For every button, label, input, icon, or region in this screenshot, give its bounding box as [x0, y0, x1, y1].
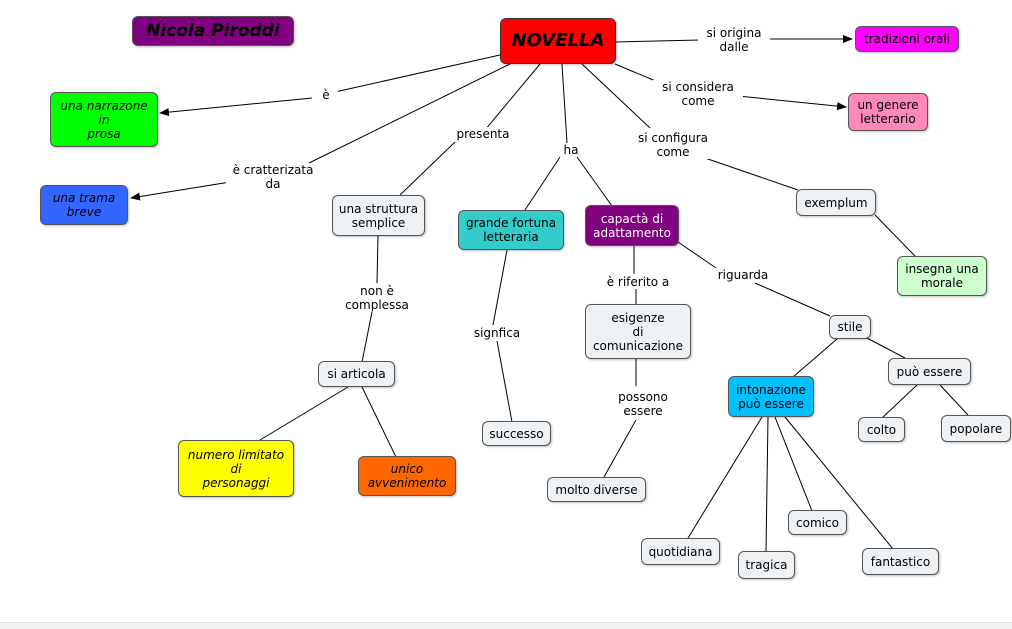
- connector: [603, 419, 637, 478]
- author-title: Nicola Piroddi: [132, 16, 294, 46]
- connector-arrow: [130, 181, 231, 201]
- link-label-caratterizzata: è cratterizata da: [226, 163, 320, 191]
- connector: [677, 241, 717, 269]
- tragica-node[interactable]: tragica: [738, 551, 795, 579]
- connector: [614, 39, 701, 43]
- connector: [361, 386, 397, 458]
- link-label-ha: ha: [558, 143, 584, 157]
- connector: [784, 416, 894, 550]
- quotidiana-node[interactable]: quotidiana: [641, 538, 720, 565]
- connector: [304, 63, 511, 166]
- successo-node[interactable]: successo: [482, 421, 551, 446]
- connector: [792, 338, 838, 378]
- grande-fortuna-node[interactable]: grande fortuna letteraria: [458, 210, 564, 250]
- trama-breve-node[interactable]: una trama breve: [40, 185, 128, 225]
- link-label-possono: possono essere: [609, 390, 677, 418]
- bottom-scrollbar: [0, 622, 1012, 629]
- connector: [614, 63, 659, 83]
- comico-node[interactable]: comico: [788, 510, 847, 535]
- link-label-non-complessa: non è complessa: [338, 284, 416, 312]
- insegna-morale-node[interactable]: insegna una morale: [897, 256, 987, 296]
- connector: [881, 384, 918, 419]
- connector-arrow: [737, 95, 847, 111]
- genere-letterario-node[interactable]: un genere letterario: [848, 93, 928, 131]
- struttura-semplice-node[interactable]: una struttura semplice: [332, 195, 425, 236]
- link-label-riferito: è riferito a: [598, 275, 678, 289]
- numero-personaggi-node[interactable]: numero limitato di personaggi: [178, 440, 294, 497]
- link-label-presenta: presenta: [450, 127, 516, 141]
- narrazione-node[interactable]: una narrazone in prosa: [50, 92, 158, 147]
- connector: [484, 63, 541, 131]
- intonazione-node[interactable]: intonazione può essere: [728, 376, 814, 417]
- link-label-considera: si considera come: [653, 80, 743, 108]
- connector: [376, 235, 379, 284]
- connector: [576, 156, 613, 207]
- colto-node[interactable]: colto: [858, 417, 905, 442]
- connector: [939, 384, 969, 416]
- stile-node[interactable]: stile: [829, 315, 871, 339]
- connector: [754, 282, 831, 317]
- puo-essere-node[interactable]: può essere: [888, 358, 971, 385]
- connector-arrow: [159, 97, 313, 117]
- connector: [492, 249, 508, 326]
- link-label-riguarda: riguarda: [709, 268, 777, 282]
- connector: [334, 54, 501, 93]
- link-label-configura: si configura come: [628, 131, 718, 159]
- link-label-signfica: signfica: [466, 326, 528, 340]
- connector: [774, 416, 813, 512]
- capacita-node[interactable]: capactà di adattamento: [585, 205, 679, 246]
- connector: [561, 63, 568, 144]
- popolare-node[interactable]: popolare: [941, 415, 1011, 442]
- connector: [524, 156, 561, 211]
- connector: [581, 63, 651, 129]
- esigenze-node[interactable]: esigenze di comunicazione: [585, 304, 691, 359]
- connector: [765, 416, 769, 553]
- link-label-origina: si origina dalle: [698, 26, 770, 54]
- fantastico-node[interactable]: fantastico: [862, 548, 939, 575]
- connector: [874, 214, 916, 257]
- connector: [496, 340, 513, 423]
- connector: [399, 141, 456, 196]
- novella-node[interactable]: NOVELLA: [500, 18, 616, 64]
- connector: [259, 386, 349, 441]
- connector: [687, 416, 763, 539]
- connector: [361, 311, 373, 363]
- connector: [704, 157, 799, 191]
- unico-avvenimento-node[interactable]: unico avvenimento: [358, 456, 456, 496]
- molto-diverse-node[interactable]: molto diverse: [547, 477, 646, 502]
- exemplum-node[interactable]: exemplum: [796, 189, 876, 216]
- si-articola-node[interactable]: si articola: [318, 361, 395, 387]
- link-label-e: è: [314, 88, 338, 102]
- connector: [864, 336, 906, 359]
- tradizioni-orali-node[interactable]: tradizioni orali: [855, 26, 959, 52]
